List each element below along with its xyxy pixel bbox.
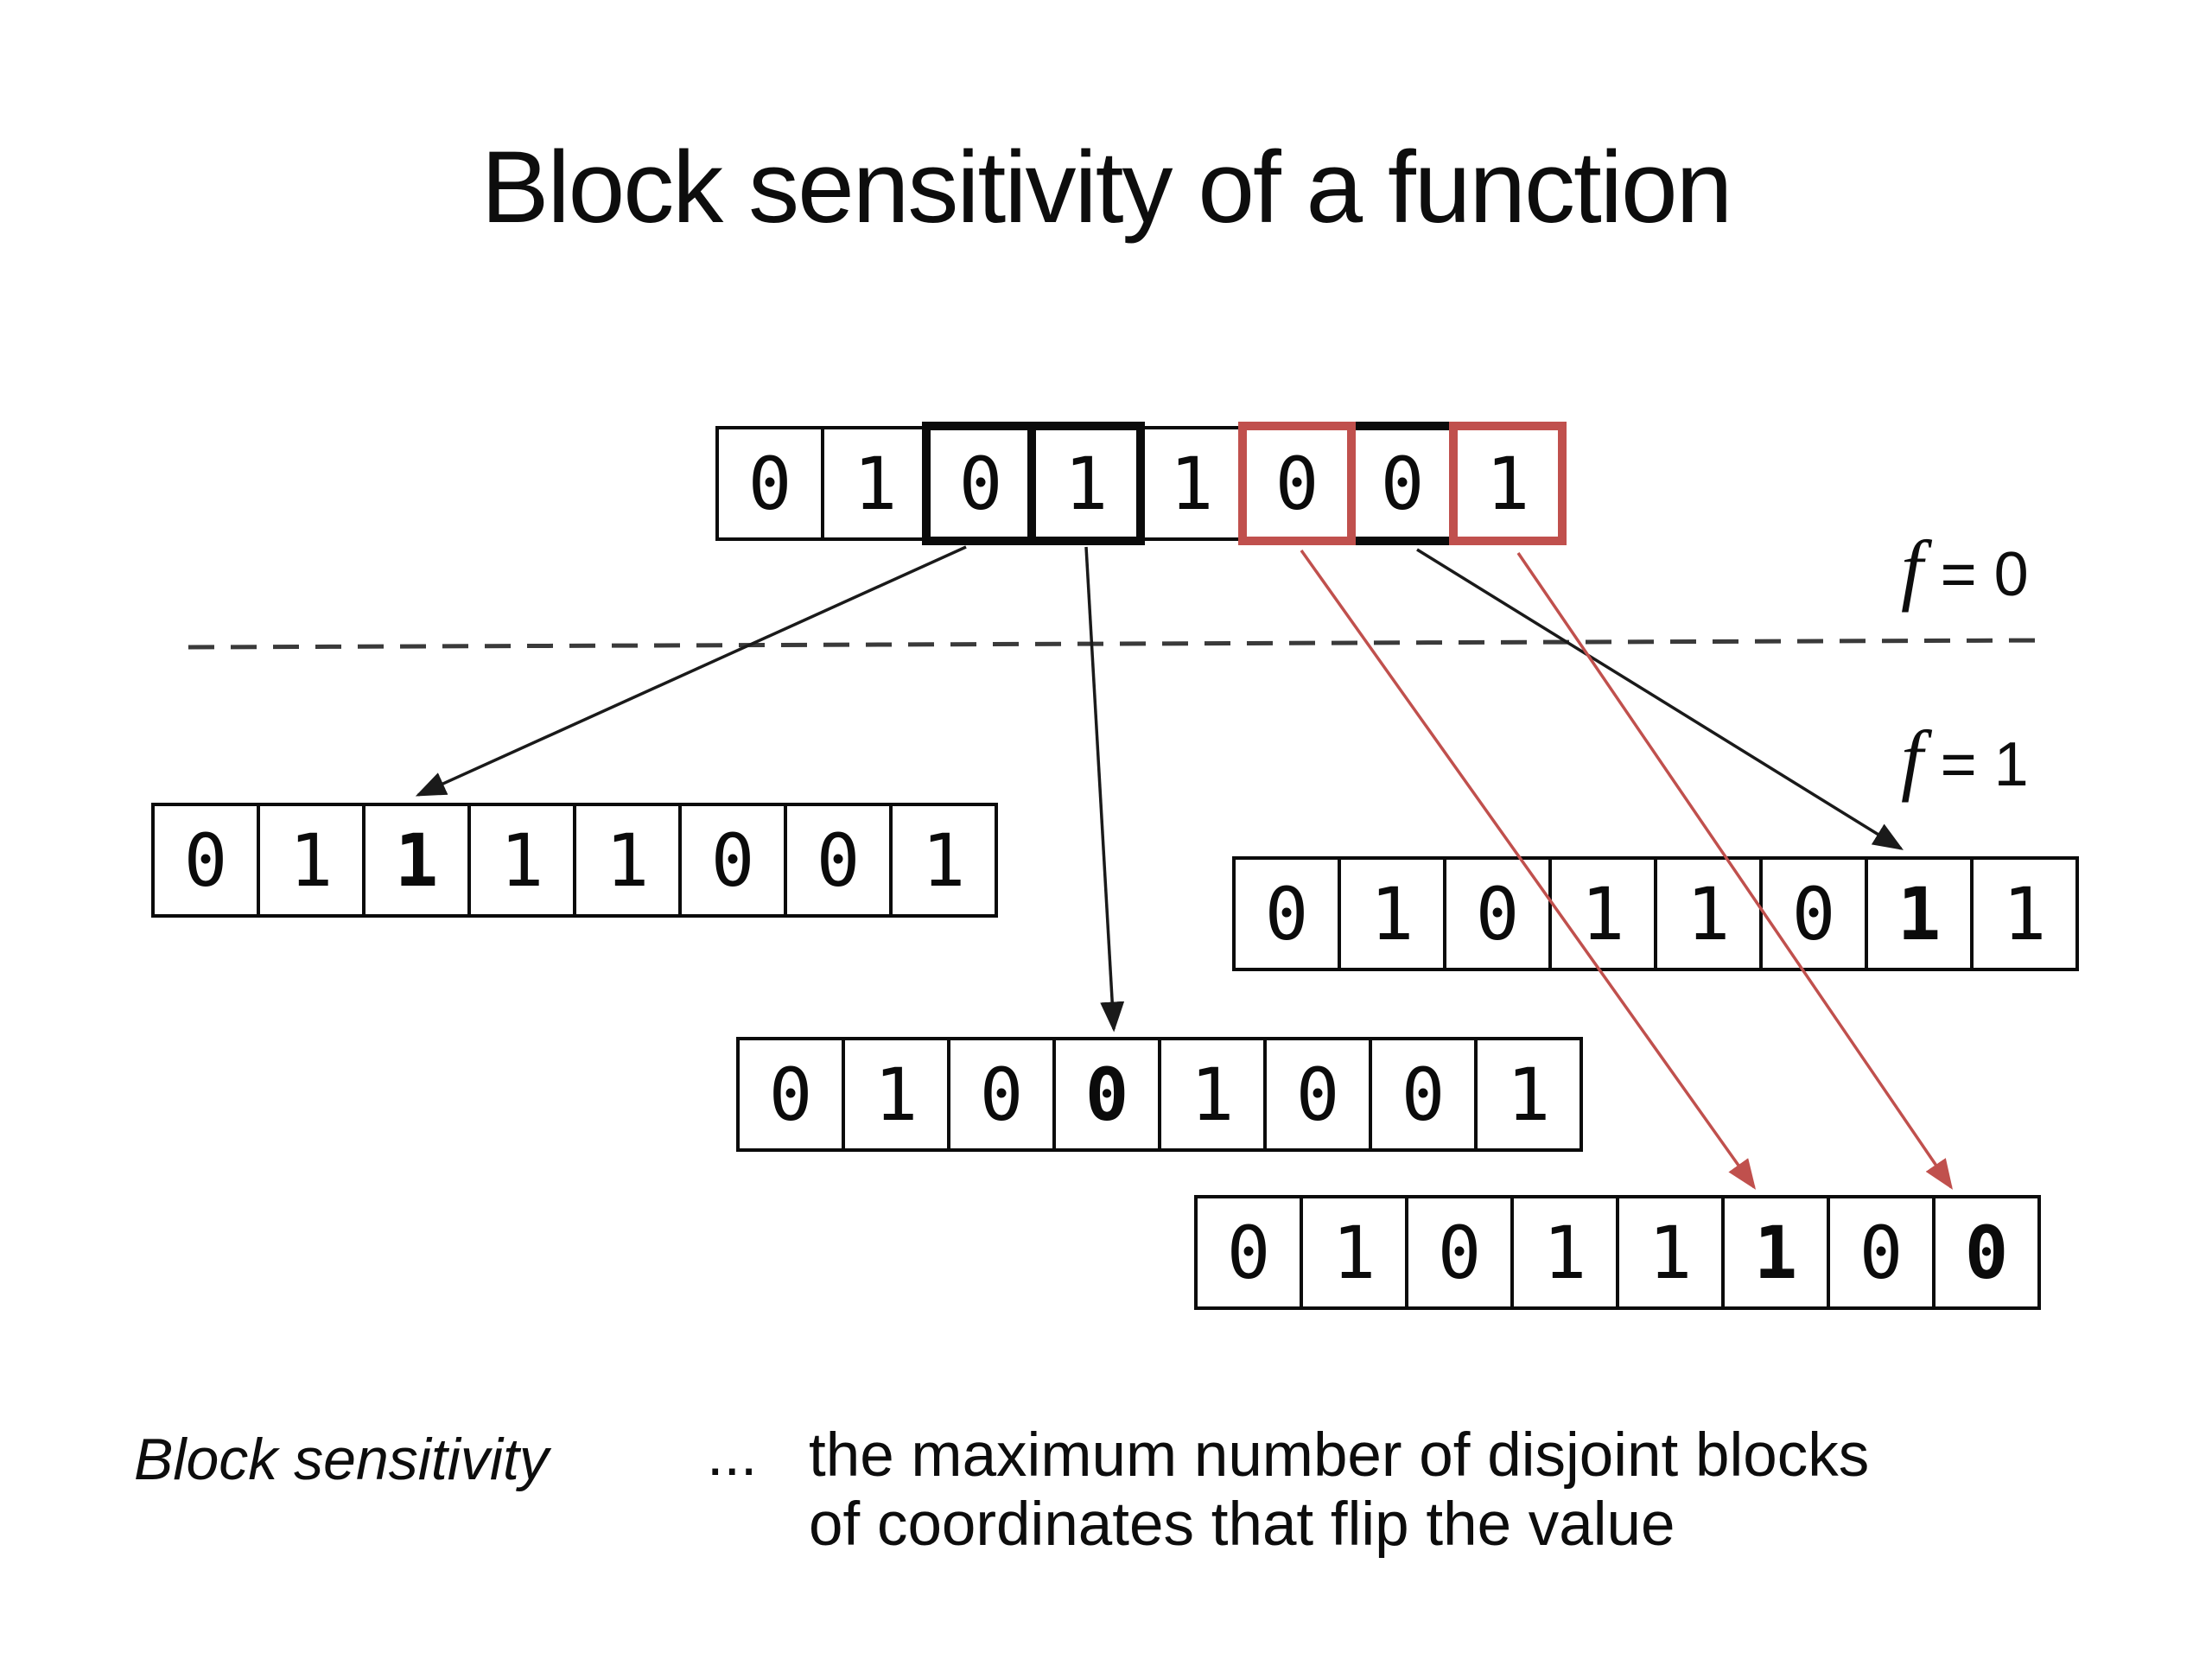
bit-cell: 0 bbox=[678, 803, 787, 918]
f-symbol: f bbox=[1901, 715, 1923, 803]
bit-cell: 0 bbox=[1827, 1195, 1936, 1310]
arrow-block4-to-flip2-string bbox=[1084, 546, 1125, 1033]
bit-cell: 1 bbox=[362, 803, 471, 918]
f-symbol: f bbox=[1901, 524, 1923, 613]
bit-cell: 1 bbox=[1865, 856, 1974, 971]
bit-cell: 1 bbox=[1548, 856, 1657, 971]
arrow-block3-to-flip1-string bbox=[415, 545, 967, 797]
bit-cell: 1 bbox=[257, 803, 365, 918]
bit-cell: 0 bbox=[151, 803, 260, 918]
bit-cell: 0 bbox=[1232, 856, 1341, 971]
bit-cell: 0 bbox=[922, 422, 1039, 545]
definition-text-line1: the maximum number of disjoint blocks bbox=[809, 1421, 1870, 1490]
slide-title: Block sensitivity of a function bbox=[480, 130, 1732, 245]
bit-cell: 0 bbox=[1932, 1195, 2041, 1310]
f-zero-value: = 0 bbox=[1940, 540, 2029, 609]
definition-ellipsis: ... bbox=[707, 1421, 758, 1488]
f-boundary-dashed-line bbox=[188, 638, 2050, 650]
bit-cell: 0 bbox=[715, 426, 824, 541]
bit-cell: 0 bbox=[1238, 422, 1356, 545]
bit-cell: 1 bbox=[1616, 1195, 1725, 1310]
bit-cell: 1 bbox=[1721, 1195, 1830, 1310]
bit-cell: 0 bbox=[736, 1037, 845, 1152]
f-one-value: = 1 bbox=[1940, 730, 2029, 799]
bit-cell: 0 bbox=[1443, 856, 1552, 971]
bit-cell: 0 bbox=[1194, 1195, 1303, 1310]
bit-cell: 1 bbox=[1338, 856, 1446, 971]
f-equals-0-label: f = 0 bbox=[1901, 529, 2029, 608]
arrow-block7-to-flip3-string bbox=[1416, 548, 1904, 850]
bit-cell: 0 bbox=[1263, 1037, 1372, 1152]
bit-cell: 1 bbox=[889, 803, 998, 918]
bit-cell: 0 bbox=[1405, 1195, 1514, 1310]
bit-cell: 1 bbox=[467, 803, 576, 918]
bit-cell: 0 bbox=[1344, 422, 1461, 545]
bit-cell: 1 bbox=[1970, 856, 2079, 971]
bit-cell: 1 bbox=[842, 1037, 950, 1152]
bit-cell: 1 bbox=[1137, 426, 1246, 541]
bit-cell: 0 bbox=[1759, 856, 1868, 971]
definition-term: Block sensitivity bbox=[134, 1427, 549, 1492]
bit-cell: 1 bbox=[1449, 422, 1567, 545]
bit-cell: 1 bbox=[1300, 1195, 1408, 1310]
definition-text: the maximum number of disjoint blocks of… bbox=[809, 1421, 1869, 1560]
bit-cell: 1 bbox=[1158, 1037, 1267, 1152]
bit-cell: 1 bbox=[573, 803, 682, 918]
bit-cell: 1 bbox=[1474, 1037, 1583, 1152]
bit-cell: 0 bbox=[1052, 1037, 1161, 1152]
bit-cell: 0 bbox=[947, 1037, 1056, 1152]
bit-cell: 1 bbox=[821, 426, 930, 541]
bit-cell: 0 bbox=[784, 803, 893, 918]
bit-cell: 1 bbox=[1654, 856, 1763, 971]
definition-text-line2: of coordinates that flip the value bbox=[809, 1491, 1675, 1560]
bit-cell: 1 bbox=[1027, 422, 1145, 545]
bit-cell: 1 bbox=[1510, 1195, 1619, 1310]
f-equals-1-label: f = 1 bbox=[1901, 719, 2029, 798]
bit-cell: 0 bbox=[1369, 1037, 1478, 1152]
